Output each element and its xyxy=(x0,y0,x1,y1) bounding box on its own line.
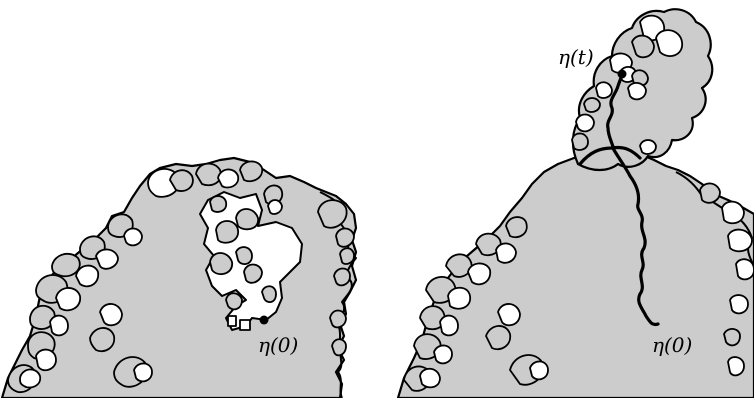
right-edge-bubble xyxy=(700,183,720,202)
tip-square xyxy=(228,316,236,326)
top-bubble xyxy=(268,200,282,214)
top-bubble xyxy=(218,169,238,187)
top-bubble xyxy=(240,161,262,181)
upper-bubble xyxy=(640,140,656,154)
hole-bubble xyxy=(210,253,232,274)
left-bubble xyxy=(134,363,152,381)
right-left-bubble xyxy=(440,316,458,336)
hole-bubble xyxy=(210,196,226,212)
left-bubble xyxy=(20,369,40,387)
right-left-bubble xyxy=(530,361,548,379)
left-bubble xyxy=(100,304,122,325)
left-bubble xyxy=(50,316,68,336)
left-bubble xyxy=(56,288,80,310)
left-bubble xyxy=(76,266,98,287)
eta-0-label-right: η(0) xyxy=(652,333,692,357)
upper-bubble xyxy=(656,30,682,56)
right-left-bubble xyxy=(420,369,440,388)
left-bubble xyxy=(90,328,114,351)
hole-bubble xyxy=(236,209,258,229)
hole-bubble xyxy=(244,265,262,283)
right-left-bubble xyxy=(448,288,470,309)
eta-t-label: η(t) xyxy=(558,45,594,69)
edge-bubble xyxy=(318,200,347,228)
right-edge-bubble xyxy=(728,230,752,252)
edge-bubble xyxy=(332,339,346,355)
left-bubble xyxy=(124,229,142,246)
right-edge-bubble xyxy=(728,357,744,375)
upper-bubble xyxy=(576,115,594,132)
edge-bubble xyxy=(336,229,354,247)
edge-bubble xyxy=(334,269,350,286)
upper-bubble xyxy=(584,98,600,112)
left-bubble xyxy=(96,249,118,268)
hole-bubble xyxy=(262,286,276,302)
hole-bubble xyxy=(236,247,252,264)
right-edge-bubble xyxy=(724,329,740,345)
right-edge-bubble xyxy=(730,295,748,313)
edge-bubble xyxy=(340,248,354,264)
end-point xyxy=(618,70,627,79)
right-edge-bubble xyxy=(736,259,754,279)
right-left-bubble xyxy=(506,217,527,237)
upper-bubble xyxy=(632,36,654,58)
upper-bubble xyxy=(596,82,612,98)
hole-bubble xyxy=(226,293,242,309)
left-bubble xyxy=(52,254,80,276)
upper-bubble xyxy=(572,133,588,150)
upper-bubble xyxy=(628,83,646,99)
right-panel: η(t) η(0) xyxy=(398,9,754,398)
edge-bubble xyxy=(330,311,346,328)
tip-square xyxy=(240,320,250,330)
right-left-bubble xyxy=(468,263,490,284)
right-left-bubble xyxy=(498,304,520,325)
eta-0-label-left: η(0) xyxy=(258,333,298,357)
left-panel: η(0) xyxy=(2,158,356,398)
start-point xyxy=(260,316,269,325)
right-left-bubble xyxy=(496,243,516,262)
right-left-bubble xyxy=(434,345,452,363)
hole-bubble xyxy=(216,221,238,243)
left-bubble xyxy=(36,350,56,371)
right-edge-bubble xyxy=(722,202,744,224)
